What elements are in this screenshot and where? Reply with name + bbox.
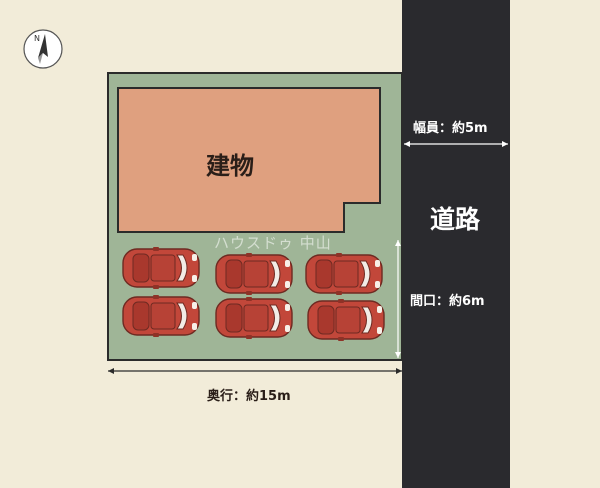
compass-north-label: N	[34, 34, 40, 43]
road-label: 道路	[430, 205, 481, 234]
car	[305, 252, 383, 296]
depth-dimension	[108, 368, 402, 374]
car	[215, 252, 293, 296]
frontage-label: 間口：約6m	[410, 294, 485, 309]
road	[402, 0, 510, 488]
building-label: 建物	[206, 152, 254, 180]
car	[215, 296, 293, 340]
frontage-dimension	[395, 240, 401, 358]
compass-icon: N	[23, 29, 63, 69]
car	[122, 246, 200, 290]
road-width-label: 幅員：約5m	[413, 121, 488, 136]
building	[117, 87, 381, 233]
depth-label: 奥行：約15m	[207, 389, 291, 404]
car	[307, 298, 385, 342]
car	[122, 294, 200, 338]
watermark: ハウスドゥ 中山	[214, 234, 332, 252]
road-width-dimension	[404, 141, 508, 147]
